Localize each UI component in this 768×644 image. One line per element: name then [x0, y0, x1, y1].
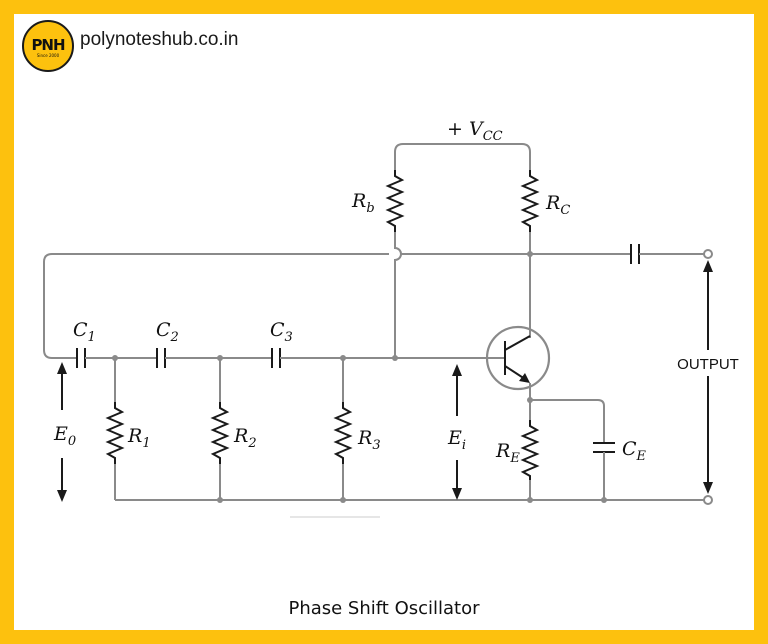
ei-label: Ei: [447, 427, 466, 453]
emitter-arrow: [519, 373, 530, 383]
transistor-body: [485, 325, 551, 391]
ground-node-re: [527, 497, 533, 503]
capacitor-ce: [593, 442, 615, 453]
resistor-rb: [385, 170, 405, 232]
ce-top-wire: [530, 399, 605, 443]
diagram-caption: Phase Shift Oscillator: [288, 598, 480, 619]
resistor-r2: [210, 402, 230, 464]
resistor-r3: [333, 402, 353, 464]
e0-label: E0: [53, 423, 76, 449]
resistor-re: [520, 420, 540, 480]
capacitor-c1: [76, 348, 86, 368]
r3-label: R3: [357, 427, 381, 453]
feedback-wire-left: [43, 253, 389, 359]
transistor-collector-lead: [504, 335, 531, 351]
output-label: OUTPUT: [677, 356, 739, 373]
c1-label: C1: [73, 319, 96, 345]
site-name: polynoteshub.co.in: [80, 29, 239, 50]
output-terminal-bottom: [703, 495, 713, 505]
ei-arrow-up: [452, 364, 462, 376]
brand-logo: PNH Since 2000: [22, 20, 74, 72]
rc-label: RC: [545, 192, 570, 218]
logo-subtext: Since 2000: [36, 52, 60, 58]
capacitor-c2: [156, 348, 166, 368]
supply-rail: [394, 143, 531, 170]
output-arrow-down: [703, 482, 713, 494]
r2-label: R2: [233, 425, 257, 451]
rb-to-base-wire: [394, 232, 402, 358]
c3-label: C3: [270, 319, 293, 345]
e0-arrow-down: [57, 490, 67, 502]
ei-arrow-down: [452, 488, 462, 500]
logo-text: PNH: [31, 35, 65, 54]
output-arrow-up: [703, 260, 713, 272]
capacitor-c3: [271, 348, 281, 368]
output-capacitor: [630, 244, 640, 264]
resistor-rc: [520, 170, 540, 232]
output-label-bg: [668, 352, 748, 374]
brand-header: PNH Since 2000 polynoteshub.co.in: [22, 18, 238, 74]
vcc-label: + VCC: [447, 118, 503, 144]
node-rb-base: [392, 355, 398, 361]
c2-label: C2: [156, 319, 179, 345]
ground-node-r2: [217, 497, 223, 503]
ground-node-r3: [340, 497, 346, 503]
ce-label: CE: [622, 438, 647, 464]
re-label: RE: [495, 440, 520, 466]
output-terminal-top: [703, 249, 713, 259]
resistor-r1: [105, 402, 125, 464]
ground-node-ce: [601, 497, 607, 503]
rb-label: Rb: [351, 190, 375, 216]
e0-arrow-up: [57, 362, 67, 374]
r1-label: R1: [127, 425, 151, 451]
